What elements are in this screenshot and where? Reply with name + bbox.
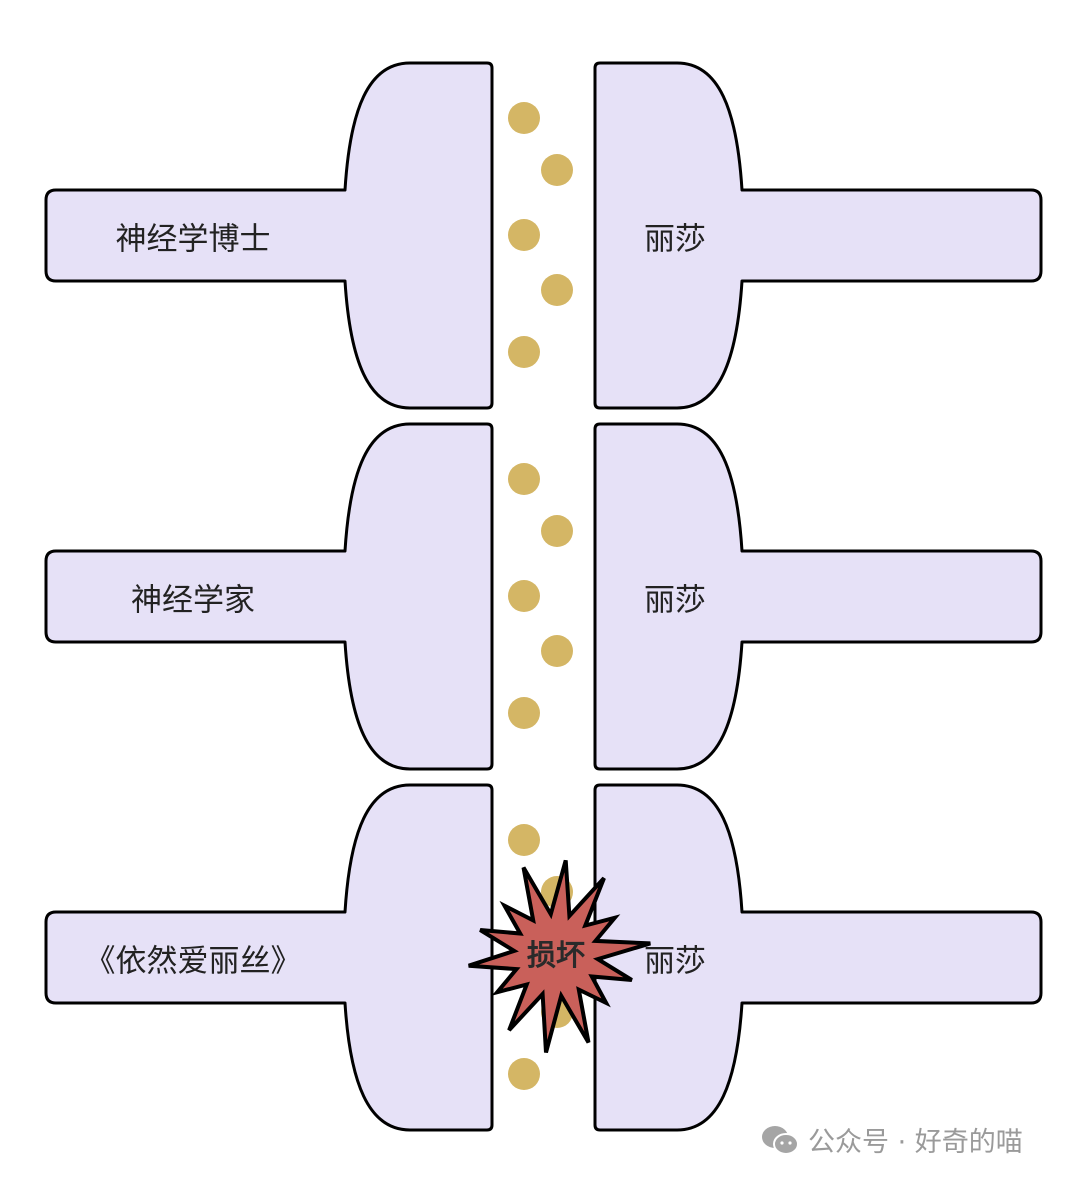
watermark: 公众号 · 好奇的喵 xyxy=(760,1120,1023,1159)
neurotransmitter-dot xyxy=(508,1058,540,1090)
presynaptic-neuron xyxy=(44,422,494,771)
presynaptic-label: 神经学博士 xyxy=(115,221,271,258)
neurotransmitter-dot xyxy=(508,580,540,612)
neurotransmitter-dot xyxy=(508,697,540,729)
neurotransmitter-dot xyxy=(508,463,540,495)
damage-starburst xyxy=(468,859,651,1054)
presynaptic-label: 神经学家 xyxy=(131,582,255,619)
neurotransmitter-dot xyxy=(508,102,540,134)
neurotransmitter-dot xyxy=(508,219,540,251)
presynaptic-label: 《依然爱丽丝》 xyxy=(84,943,302,980)
neurotransmitter-dot xyxy=(541,635,573,667)
damage-label: 损坏 xyxy=(526,938,586,972)
neurotransmitter-dot xyxy=(541,515,573,547)
neurotransmitter-dot xyxy=(541,274,573,306)
neurotransmitter-dot xyxy=(541,154,573,186)
postsynaptic-neuron xyxy=(593,61,1043,410)
postsynaptic-neuron xyxy=(593,783,1043,1132)
presynaptic-neuron xyxy=(44,783,494,1132)
watermark-text: 公众号 · 好奇的喵 xyxy=(808,1127,1023,1158)
postsynaptic-label: 丽莎 xyxy=(644,221,706,258)
postsynaptic-neuron xyxy=(593,422,1043,771)
presynaptic-neuron xyxy=(44,61,494,410)
postsynaptic-label: 丽莎 xyxy=(644,943,706,980)
postsynaptic-label: 丽莎 xyxy=(644,582,706,619)
wechat-icon xyxy=(762,1125,799,1155)
neurotransmitter-dot xyxy=(508,824,540,856)
neurotransmitter-dot xyxy=(508,336,540,368)
